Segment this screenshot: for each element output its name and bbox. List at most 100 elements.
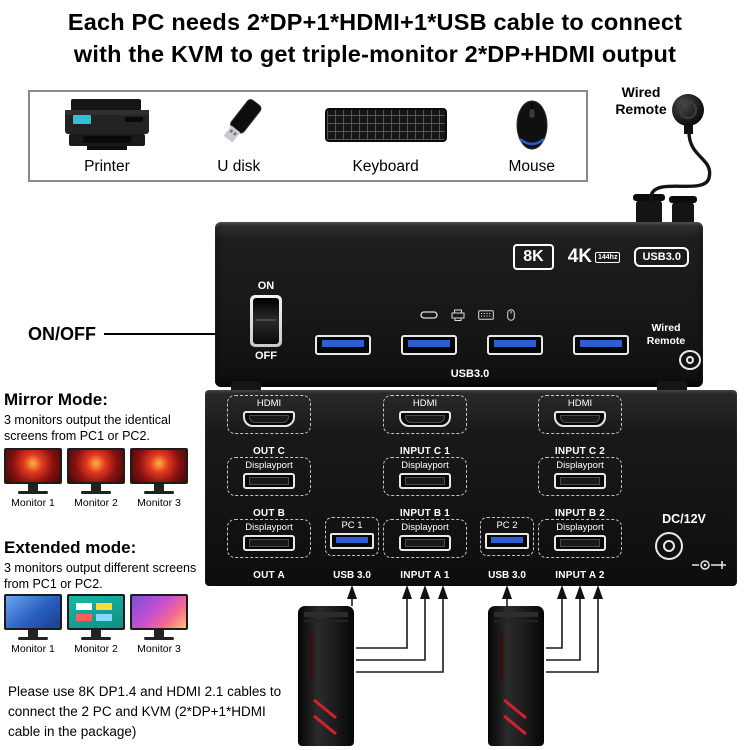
panel-remote-line1: Wired (651, 322, 681, 334)
extended-desc-line2: from PC1 or PC2. (4, 577, 103, 591)
remote-plug-icon (633, 194, 665, 222)
port-name-in-b1: INPUT B 1 (399, 508, 451, 519)
port-cell-out-a: Displayport (227, 519, 311, 558)
monitor-screen (4, 448, 62, 484)
port-icons-row (420, 308, 515, 322)
mirror-mode-desc: 3 monitors output the identical screens … (4, 412, 171, 444)
remote-cable-collar (684, 125, 693, 134)
peripherals-box: Printer U disk Keyboard (28, 90, 588, 182)
port-cell-out-b: Displayport (227, 457, 311, 496)
printer-label: Printer (84, 158, 130, 175)
peripheral-keyboard: Keyboard (324, 92, 447, 180)
keyboard-icon (324, 97, 447, 153)
remote-jack-port (679, 350, 701, 370)
power-switch-area: ON OFF (243, 280, 289, 362)
monitor: Monitor 2 (67, 448, 125, 509)
port-type-label: HDMI (567, 398, 593, 409)
remote-button-icon (672, 94, 704, 126)
peripheral-mouse: Mouse (508, 92, 556, 180)
power-switch[interactable] (250, 295, 282, 347)
printer-icon (61, 97, 153, 153)
port-cell-in-a2: Displayport (538, 519, 622, 558)
monitor-label: Monitor 1 (11, 497, 55, 509)
dc-polarity-icon (692, 560, 726, 570)
displayport-port (399, 535, 451, 551)
wired-remote-label-line2: Remote (615, 101, 667, 117)
monitor: Monitor 3 (130, 594, 188, 655)
monitor-label: Monitor 2 (74, 497, 118, 509)
port-type-label: HDMI (256, 398, 282, 409)
badge-4k: 4K 144hz (568, 246, 621, 268)
port-type-label: Displayport (556, 460, 604, 471)
dc-label: DC/12V (662, 512, 706, 526)
badge-4k-text: 4K (567, 246, 592, 267)
panel-remote-line2: Remote (646, 335, 686, 347)
extended-desc-line1: 3 monitors output different screens (4, 561, 197, 575)
port-type-label: HDMI (412, 398, 438, 409)
monitor: Monitor 1 (4, 448, 62, 509)
displayport-port (554, 535, 606, 551)
panel-wired-remote-label: Wired Remote (641, 322, 691, 348)
pc2-usb-name: USB 3.0 (488, 570, 526, 581)
usb-c-icon (420, 311, 438, 319)
panel-knob-left (231, 381, 261, 390)
monitor-label: Monitor 1 (11, 643, 55, 655)
port-name-out-c: OUT C (252, 446, 286, 457)
port-type-label: Displayport (556, 522, 604, 533)
mirror-desc-line2: screens from PC1 or PC2. (4, 429, 150, 443)
usb3-port-3 (487, 335, 543, 355)
badge-4k-hz: 144hz (595, 251, 621, 263)
monitor-screen (130, 594, 188, 630)
displayport-port (554, 473, 606, 489)
port-cell-out-c: HDMI (227, 395, 311, 434)
cable-note: Please use 8K DP1.4 and HDMI 2.1 cables … (8, 682, 348, 742)
printer-icon (451, 309, 465, 321)
note-line2: connect the 2 PC and KVM (2*DP+1*HDMI (8, 704, 266, 719)
monitor-screen (130, 448, 188, 484)
pc2-label: PC 2 (496, 520, 518, 531)
panel-knob-right (657, 381, 687, 390)
port-cell-pc1-usb: PC 1 (325, 517, 379, 556)
monitor-label: Monitor 3 (137, 643, 181, 655)
extended-mode-title: Extended mode: (4, 538, 137, 557)
port-cell-in-b2: Displayport (538, 457, 622, 496)
monitor-screen (67, 448, 125, 484)
pc1-tower (298, 606, 354, 746)
extended-mode-desc: 3 monitors output different screens from… (4, 560, 196, 592)
dc-jack-port (655, 532, 683, 560)
power-label: ON/OFF (28, 324, 96, 344)
usb3-port-2 (401, 335, 457, 355)
kvm-rear-panel: HDMI OUT C Displayport OUT B Displayport… (205, 381, 737, 586)
switch-off-label: OFF (255, 350, 277, 362)
switch-on-label: ON (257, 280, 275, 292)
port-name-in-c2: INPUT C 2 (554, 446, 606, 457)
peripheral-printer: Printer (61, 92, 153, 180)
port-type-label: Displayport (401, 460, 449, 471)
usb3-row-label: USB3.0 (450, 368, 490, 380)
port-name-out-b: OUT B (252, 508, 286, 519)
pc2-tower (488, 606, 544, 746)
remote-plug2-icon (669, 196, 697, 222)
port-cell-in-a1: Displayport (383, 519, 467, 558)
extended-monitors: Monitor 1 Monitor 2 Monitor 3 (4, 594, 188, 655)
port-cell-in-b1: Displayport (383, 457, 467, 496)
mirror-mode-title: Mirror Mode: (4, 390, 108, 409)
peripheral-udisk: U disk (215, 92, 263, 180)
note-line1: Please use 8K DP1.4 and HDMI 2.1 cables … (8, 684, 282, 699)
port-name-in-a2: INPUT A 2 (555, 570, 605, 581)
kvm-front-panel: 8K 4K 144hz USB3.0 ON OFF USB3.0 Wired R… (215, 222, 703, 387)
headline-line-1: Each PC needs 2*DP+1*HDMI+1*USB cable to… (67, 9, 683, 35)
port-name-out-a: OUT A (253, 570, 285, 581)
port-name-in-a1: INPUT A 1 (400, 570, 450, 581)
wired-remote-label-line1: Wired (621, 84, 661, 100)
mouse-icon (507, 309, 515, 321)
hdmi-port (399, 411, 451, 427)
udisk-label: U disk (217, 158, 261, 175)
wired-remote-label: Wired Remote (612, 84, 670, 118)
mouse-label: Mouse (508, 158, 556, 175)
headline: Each PC needs 2*DP+1*HDMI+1*USB cable to… (0, 6, 750, 70)
pc1-label: PC 1 (341, 520, 363, 531)
port-cell-pc2-usb: PC 2 (480, 517, 534, 556)
port-type-label: Displayport (245, 522, 293, 533)
monitor: Monitor 1 (4, 594, 62, 655)
